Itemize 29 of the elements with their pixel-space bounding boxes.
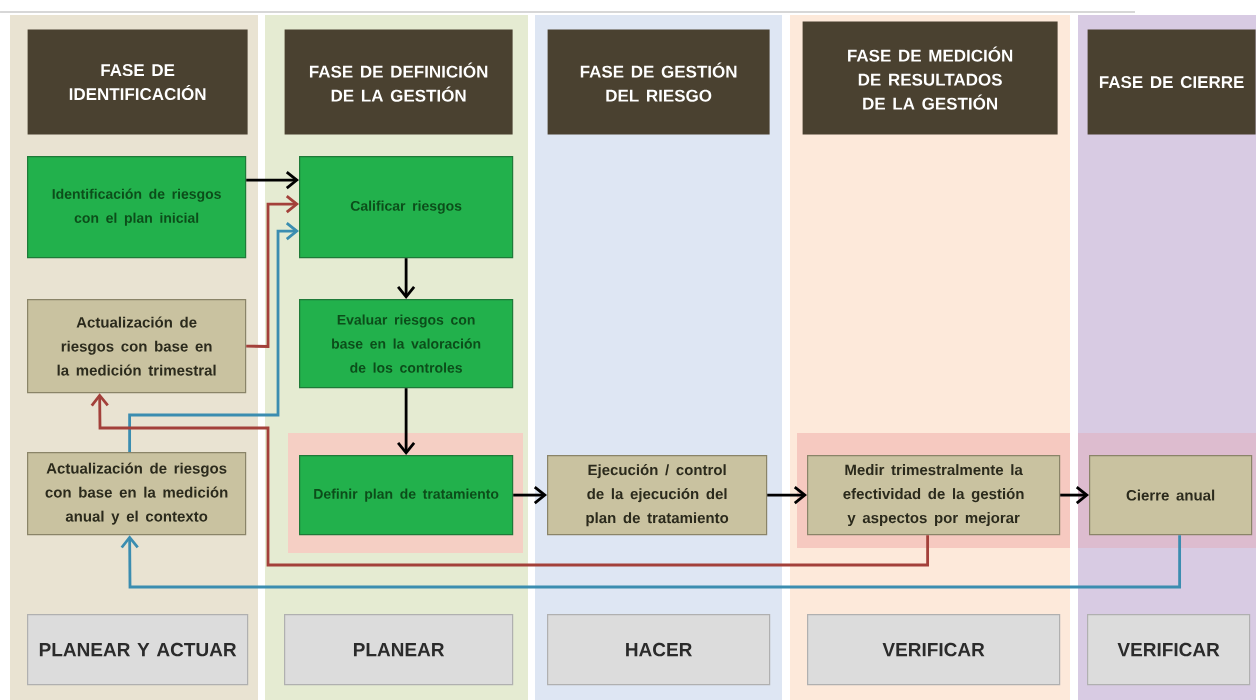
process-box: Cierre anual [1089,455,1253,536]
header-box: FASE DE MEDICIÓN DE RESULTADOS DE LA GESTIÓN [802,21,1058,135]
stage-box: HACER [547,614,771,686]
process-box: Actualización de riesgos con base en la medición trimestral [27,299,247,394]
header-box: FASE DE CIERRE [1087,29,1256,135]
header-box: FASE DE GESTIÓN DEL RIESGO [547,29,770,135]
process-box: Ejecución / control de la ejecución del plan de tratamiento [547,455,768,536]
arrow [767,486,807,505]
process-box: Medir trimestralmente la efectividad de la gestión y aspectos por mejorar [807,455,1061,536]
arrow [120,535,1181,589]
header-box: FASE DE DEFINICIÓN DE LA GESTIÓN [284,29,513,135]
arrow [1060,486,1089,505]
arrow [513,486,547,505]
arrow [246,171,299,190]
process-box: Actualización de riesgos con base en la medición anual y el contexto [27,452,247,536]
arrow [90,393,929,567]
arrow [246,195,299,348]
stage-box: PLANEAR [284,614,514,686]
process-box: Identificación de riesgos con el plan inicial [27,156,247,259]
process-box: Evaluar riesgos con base en la valoración de los controles [299,299,514,389]
process-box: Definir plan de tratamiento [299,455,514,536]
stage-box: PLANEAR Y ACTUAR [27,614,249,686]
arrow [397,258,416,299]
header-box: FASE DE IDENTIFICACIÓN [27,29,248,135]
arrow [397,388,416,455]
process-box: Calificar riesgos [299,156,514,259]
stage-box: VERIFICAR [1087,614,1251,686]
arrow [128,222,299,452]
stage-box: VERIFICAR [807,614,1061,686]
